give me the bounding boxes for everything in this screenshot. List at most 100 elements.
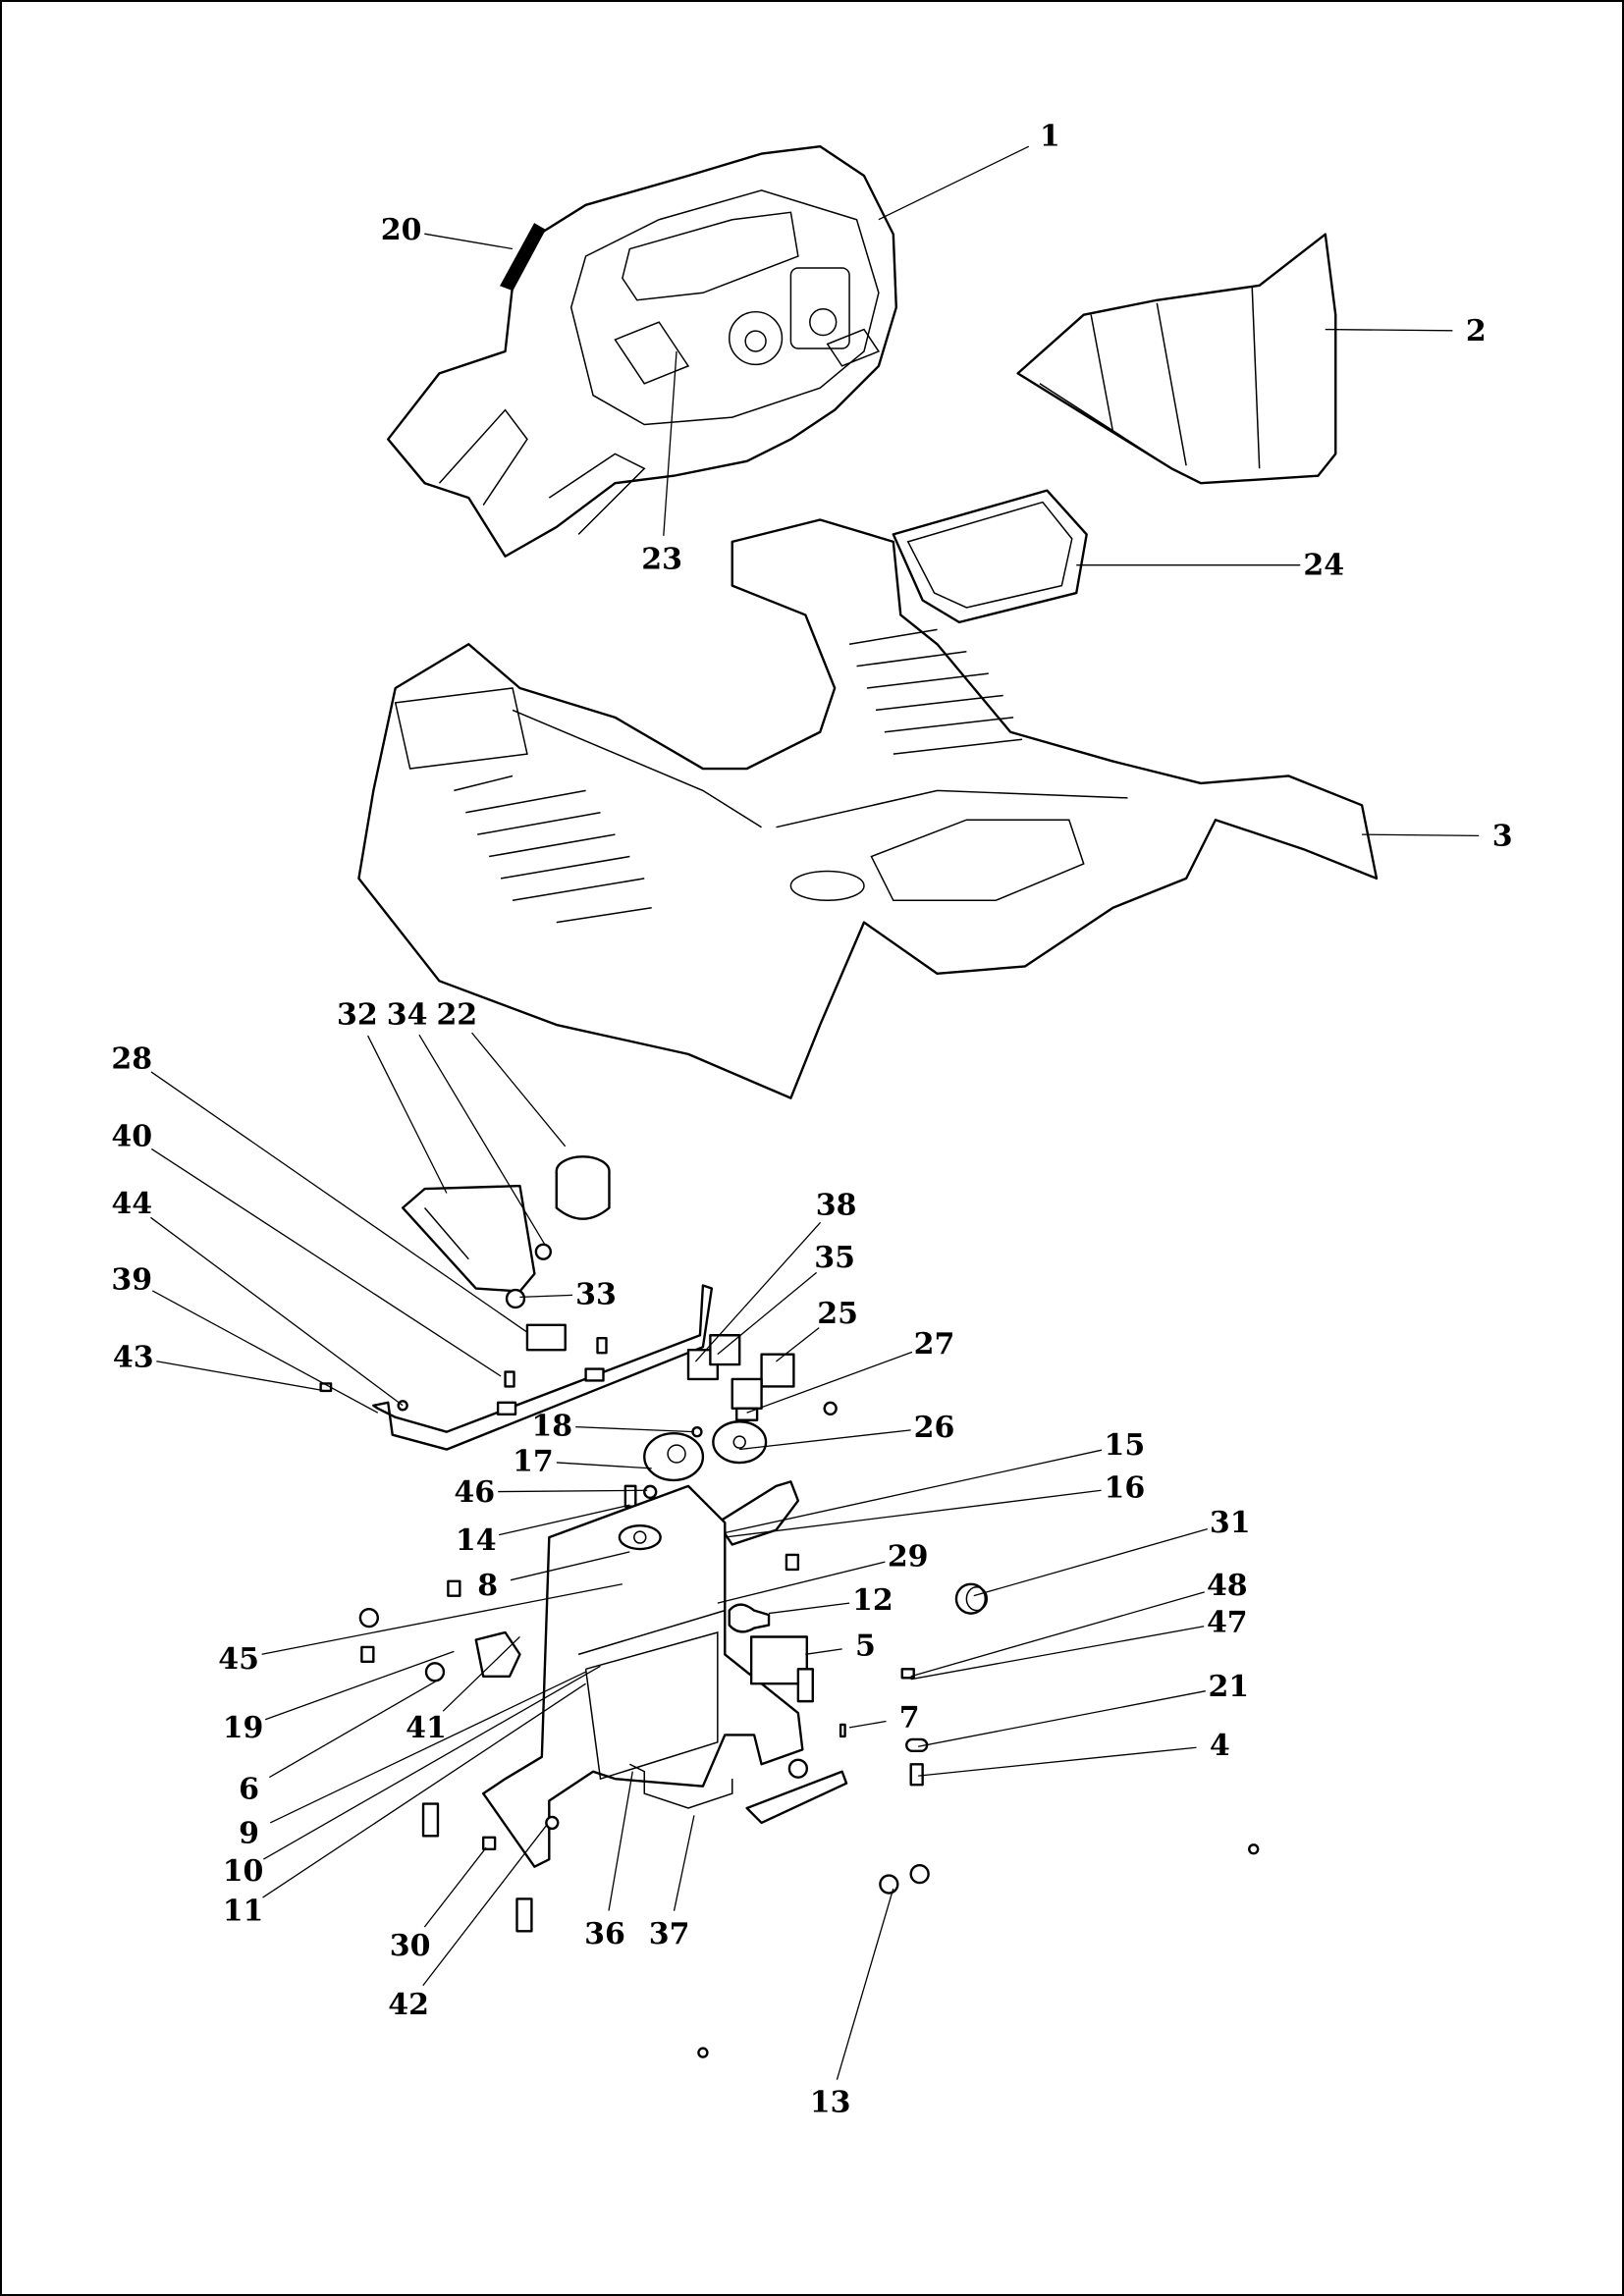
leader-line xyxy=(498,1504,630,1536)
callout-9: 9 xyxy=(239,1671,586,1850)
callout-number: 8 xyxy=(477,1569,498,1603)
callout-number: 43 xyxy=(113,1341,154,1375)
callout-number: 30 xyxy=(390,1929,431,1963)
part-25-switch xyxy=(760,1353,795,1388)
leader-line xyxy=(262,1682,586,1898)
callout-number: 23 xyxy=(641,543,682,577)
callout-number: 16 xyxy=(1105,1470,1146,1505)
callout-number: 26 xyxy=(914,1411,955,1445)
leader-line xyxy=(663,350,677,536)
part-15-pedal-switch xyxy=(716,1480,800,1546)
leader-line xyxy=(836,1888,894,2080)
part-grommet xyxy=(555,1155,611,1220)
callout-number: 29 xyxy=(888,1539,929,1574)
callout-4: 4 xyxy=(918,1729,1230,1777)
leader-line xyxy=(673,1815,695,1911)
callout-number: 28 xyxy=(111,1041,152,1076)
callout-number: 9 xyxy=(239,1816,259,1850)
part-fitting xyxy=(447,1579,461,1597)
callout-number: 14 xyxy=(456,1523,497,1558)
callout-36: 36 xyxy=(584,1771,633,1951)
callout-number: 39 xyxy=(111,1263,152,1298)
callout-3: 3 xyxy=(1362,820,1513,854)
leader-line xyxy=(422,1825,547,1987)
part-13-clamp xyxy=(909,1863,930,1885)
callout-19: 19 xyxy=(223,1650,455,1745)
callout-47: 47 xyxy=(910,1606,1248,1681)
part-holder xyxy=(515,1897,533,1933)
callout-number: 24 xyxy=(1303,549,1344,583)
leader-line xyxy=(918,1690,1206,1747)
leader-line xyxy=(150,1216,404,1407)
leader-line xyxy=(264,1650,455,1721)
callout-number: 4 xyxy=(1210,1729,1230,1763)
leader-line xyxy=(910,1626,1205,1681)
leader-line xyxy=(848,1720,887,1729)
leader-line xyxy=(575,1425,694,1433)
part-33-knob xyxy=(505,1288,526,1309)
leader-line xyxy=(423,1846,487,1928)
callout-number: 34 xyxy=(387,998,428,1033)
part-clamp xyxy=(358,1607,380,1629)
leader-line xyxy=(424,233,514,250)
leader-line xyxy=(768,1602,850,1615)
part-12-bulb xyxy=(728,1603,771,1633)
part-27-clip xyxy=(735,1407,759,1421)
callout-22: 22 xyxy=(436,998,567,1148)
leader-line xyxy=(418,1034,546,1246)
leader-line xyxy=(1325,328,1453,332)
part-6-switch xyxy=(474,1630,521,1678)
part-30-screw xyxy=(482,1836,497,1850)
part-cover-plate xyxy=(401,1184,536,1293)
part-nut xyxy=(1248,1843,1260,1855)
leader-line xyxy=(725,1489,1102,1538)
part-clamp xyxy=(787,1758,809,1779)
part-29-electrical-box xyxy=(482,1484,804,1868)
leader-line xyxy=(910,1591,1205,1678)
leader-line xyxy=(878,145,1030,221)
part-40-bolt xyxy=(504,1370,515,1388)
part-mounting-bracket xyxy=(372,1284,714,1451)
callout-35: 35 xyxy=(717,1241,855,1356)
callout-18: 18 xyxy=(531,1410,694,1444)
callout-number: 11 xyxy=(223,1894,264,1928)
callout-14: 14 xyxy=(456,1504,630,1558)
leader-line xyxy=(725,1449,1103,1534)
callout-number: 45 xyxy=(218,1642,259,1677)
callout-48: 48 xyxy=(910,1569,1248,1678)
leader-line xyxy=(918,1746,1197,1777)
callout-number: 21 xyxy=(1208,1670,1249,1704)
leader-line xyxy=(367,1035,448,1194)
callout-25: 25 xyxy=(776,1297,858,1362)
callout-46: 46 xyxy=(454,1475,648,1510)
callout-number: 44 xyxy=(111,1187,152,1221)
callout-number: 25 xyxy=(817,1297,858,1331)
part-dashboard-console xyxy=(387,144,897,558)
callout-number: 3 xyxy=(1492,820,1513,854)
callout-number: 15 xyxy=(1105,1428,1146,1463)
leader-line xyxy=(152,1290,379,1414)
leader-line xyxy=(261,1583,623,1655)
callout-41: 41 xyxy=(406,1635,520,1745)
callout-number: 31 xyxy=(1210,1506,1251,1540)
callout-number: 1 xyxy=(1040,120,1060,154)
part-nut xyxy=(823,1401,838,1415)
leader-line xyxy=(694,1221,822,1362)
callout-number: 12 xyxy=(852,1583,893,1618)
part-17-key-switch xyxy=(643,1431,705,1482)
part-clamp xyxy=(424,1662,446,1682)
leader-line xyxy=(746,1351,913,1414)
part-nut xyxy=(697,2047,709,2058)
callout-number: 19 xyxy=(223,1711,264,1745)
part-bolt xyxy=(596,1337,608,1355)
leader-line xyxy=(556,1462,652,1469)
callout-number: 22 xyxy=(436,998,477,1033)
callout-24: 24 xyxy=(1076,549,1344,583)
part-connector-block xyxy=(731,1377,763,1411)
callout-26: 26 xyxy=(739,1411,955,1451)
callout-20: 20 xyxy=(381,213,514,250)
part-floor-panel xyxy=(357,518,1379,1099)
callout-33: 33 xyxy=(519,1277,617,1311)
callout-37: 37 xyxy=(649,1815,695,1951)
callout-number: 32 xyxy=(337,998,378,1033)
